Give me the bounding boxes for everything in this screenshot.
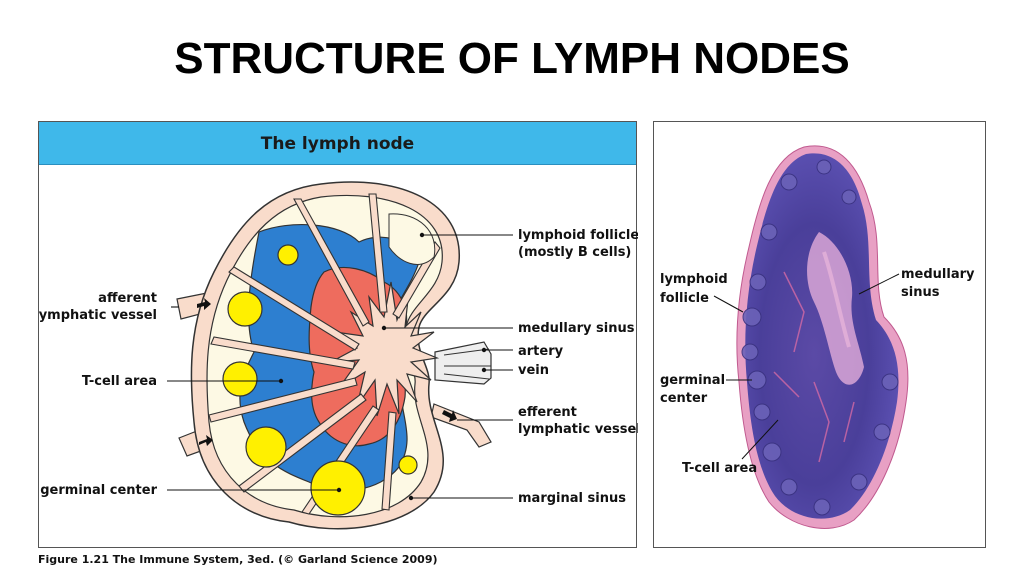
micrograph-panel: lymphoid follicle medullary sinus germin…	[653, 121, 986, 548]
germinal-centers	[222, 244, 418, 516]
label-afferent-line2: lymphatic vessel	[39, 308, 157, 323]
micrograph-leader-lines	[713, 273, 900, 460]
label-lymphoid-follicle-line1: lymphoid follicle	[518, 228, 638, 243]
lymphoid-follicle	[388, 213, 436, 265]
germinal-center-dot	[277, 244, 299, 266]
diagram-header: The lymph node	[39, 122, 636, 165]
mg-label-germinal-line1: germinal	[660, 373, 725, 388]
figure-caption: Figure 1.21 The Immune System, 3ed. (© G…	[38, 553, 438, 566]
mg-label-medullary-line1: medullary	[901, 267, 975, 282]
label-t-cell-area: T-cell area	[82, 374, 157, 389]
leader-lines	[167, 234, 513, 499]
germinal-center-dot	[245, 426, 287, 468]
germinal-center-dot	[222, 361, 258, 397]
mg-label-lymphoid-line2: follicle	[660, 291, 709, 306]
vessel-streaks	[773, 271, 855, 463]
label-artery: artery	[518, 344, 564, 359]
tissue-body	[745, 153, 899, 519]
flow-arrows	[197, 298, 457, 446]
label-afferent-line1: afferent	[98, 291, 157, 306]
mg-label-t-cell-area: T-cell area	[682, 461, 757, 476]
label-marginal-sinus: marginal sinus	[518, 491, 626, 506]
micrograph-follicles	[741, 159, 899, 516]
germinal-center-dot	[310, 460, 366, 516]
label-germinal-center: germinal center	[40, 483, 157, 498]
trabeculae	[208, 193, 441, 515]
label-efferent-line2: lymphatic vessel	[518, 422, 638, 437]
germinal-center-dot	[398, 455, 418, 475]
mg-label-lymphoid-line1: lymphoid	[660, 272, 728, 287]
label-medullary-sinus: medullary sinus	[518, 321, 635, 336]
label-lymphoid-follicle-line2: (mostly B cells)	[518, 245, 631, 260]
lymph-node-diagram: lymphoid follicle (mostly B cells) affer…	[39, 181, 638, 530]
label-vein: vein	[518, 363, 549, 378]
mg-label-medullary-line2: sinus	[901, 285, 940, 300]
mg-label-germinal-line2: center	[660, 391, 708, 406]
germinal-center-dot	[227, 291, 263, 327]
lymph-node-diagram-panel: The lymph node	[38, 121, 638, 548]
diagram-header-title: The lymph node	[260, 134, 415, 154]
label-efferent-line1: efferent	[518, 405, 577, 420]
artery-vein-vessels	[434, 341, 492, 385]
lymph-node-micrograph: lymphoid follicle medullary sinus germin…	[660, 145, 975, 529]
slide-title: STRUCTURE OF LYMPH NODES	[174, 34, 850, 83]
